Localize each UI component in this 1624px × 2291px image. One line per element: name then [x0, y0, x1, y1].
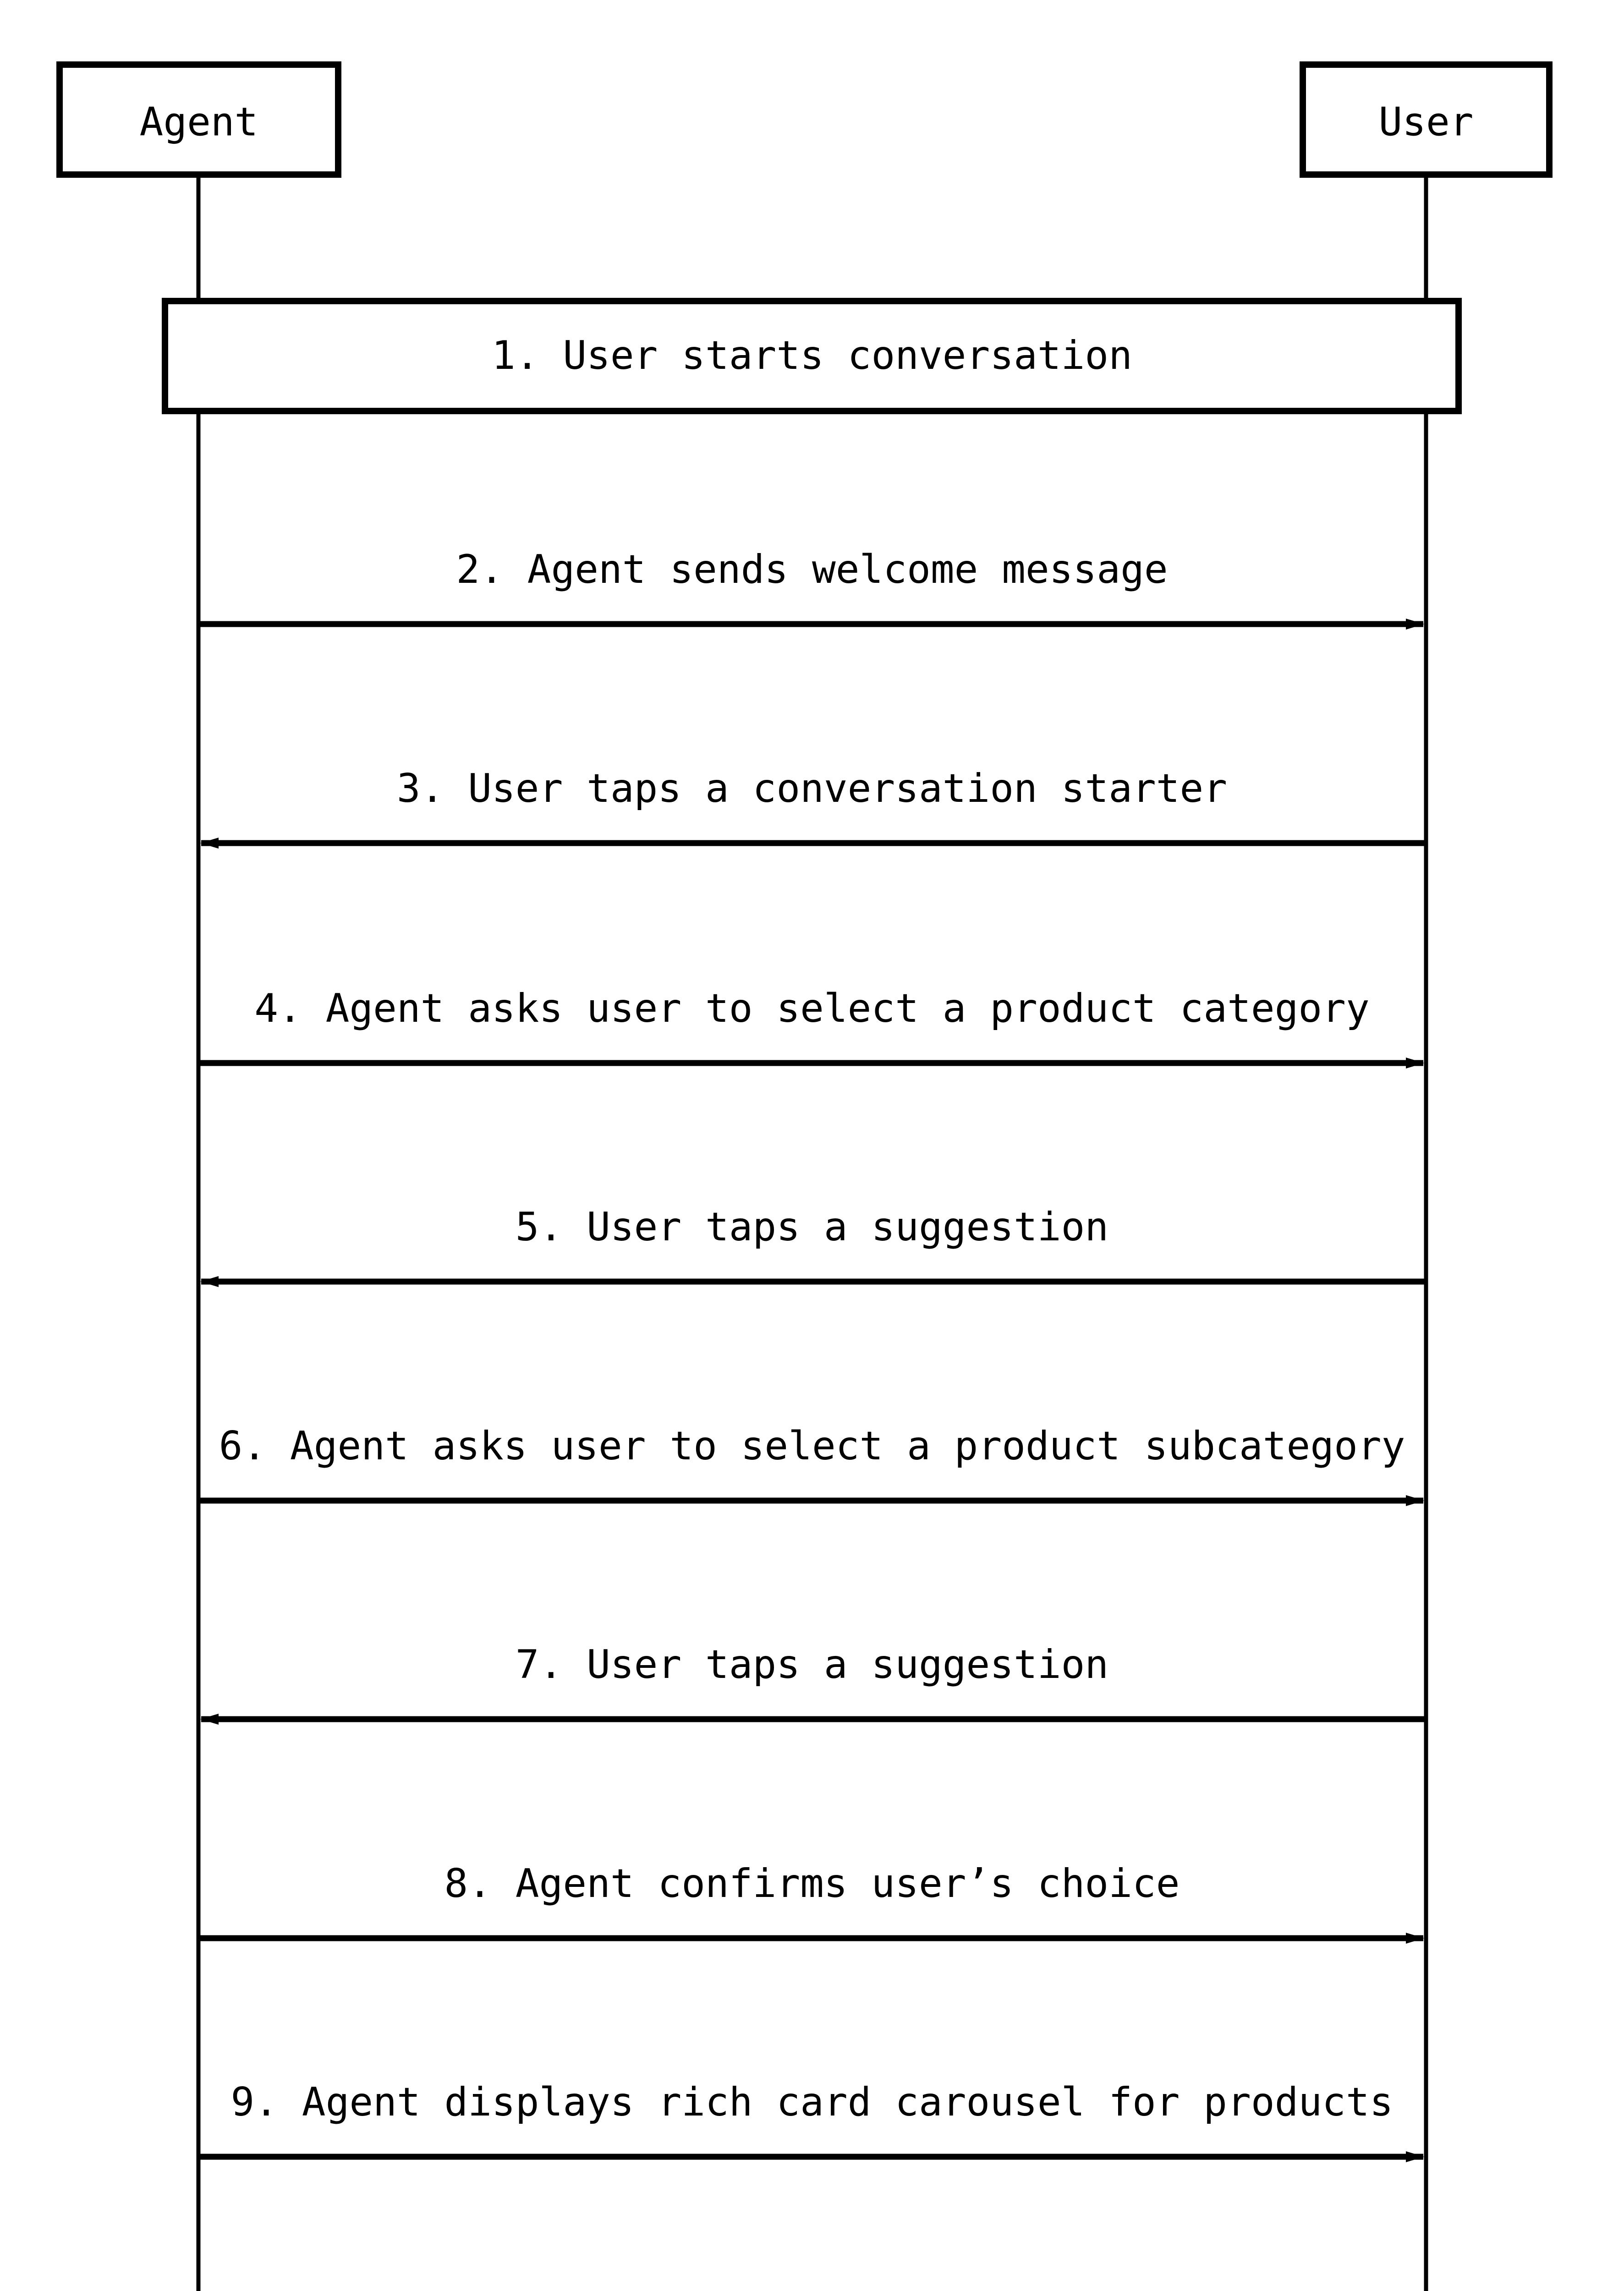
message-label-3: 3. User taps a conversation starter	[397, 766, 1227, 811]
note-box-user-starts-conversation[interactable]	[162, 298, 1462, 414]
message-label-8: 8. Agent confirms user’s choice	[444, 1861, 1180, 1907]
message-4[interactable]: 4. Agent asks user to select a product c…	[198, 986, 1424, 1069]
note-label-step-1: 1. User starts conversation	[492, 333, 1132, 378]
message-7[interactable]: 7. User taps a suggestion	[200, 1642, 1426, 1725]
message-label-4: 4. Agent asks user to select a product c…	[254, 986, 1370, 1031]
message-5[interactable]: 5. User taps a suggestion	[200, 1204, 1426, 1287]
message-label-9: 9. Agent displays rich card carousel for…	[230, 2079, 1393, 2125]
message-8[interactable]: 8. Agent confirms user’s choice	[198, 1861, 1424, 1944]
message-label-2: 2. Agent sends welcome message	[456, 547, 1168, 592]
message-label-7: 7. User taps a suggestion	[516, 1642, 1108, 1688]
message-9[interactable]: 9. Agent displays rich card carousel for…	[198, 2079, 1424, 2162]
actor-box-agent-top[interactable]	[56, 61, 341, 178]
lifelines	[196, 175, 1428, 2291]
actor-head-user[interactable]: User	[1300, 61, 1553, 178]
actor-label-user-top: User	[1378, 99, 1473, 145]
message-6[interactable]: 6. Agent asks user to select a product s…	[198, 1423, 1424, 1506]
message-3[interactable]: 3. User taps a conversation starter	[200, 766, 1426, 849]
actor-box-user-top[interactable]	[1300, 61, 1553, 178]
actor-head-agent[interactable]: Agent	[56, 61, 341, 178]
message-label-5: 5. User taps a suggestion	[516, 1204, 1108, 1250]
note-step-1[interactable]: 1. User starts conversation	[162, 298, 1462, 414]
message-2[interactable]: 2. Agent sends welcome message	[198, 547, 1424, 630]
message-label-6: 6. Agent asks user to select a product s…	[219, 1423, 1405, 1469]
actor-label-agent-top: Agent	[140, 99, 258, 145]
